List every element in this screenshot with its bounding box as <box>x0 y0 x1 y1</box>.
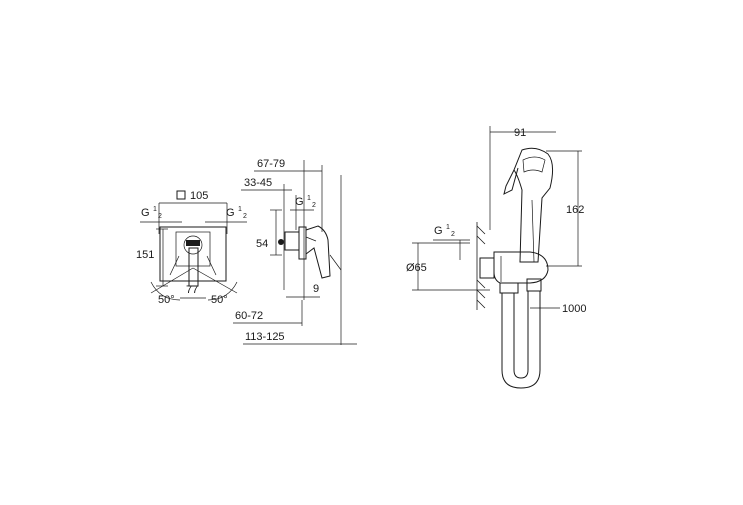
hose-length-label: 1000 <box>562 303 586 315</box>
g-thread-side-label: G <box>295 196 304 208</box>
svg-text:1: 1 <box>307 195 311 202</box>
svg-text:1: 1 <box>153 206 157 213</box>
svg-text:1: 1 <box>238 206 242 213</box>
svg-text:2: 2 <box>451 231 455 238</box>
outlet-height-label: 54 <box>256 238 268 250</box>
svg-text:2: 2 <box>158 213 162 220</box>
svg-text:1: 1 <box>446 224 450 231</box>
plate-height-label: 151 <box>136 249 154 261</box>
svg-text:2: 2 <box>312 202 316 209</box>
svg-text:2: 2 <box>243 213 247 220</box>
front-view: 105 G 1 2 G 1 2 151 77 <box>136 190 247 306</box>
center-spacing-label: 77 <box>186 284 198 296</box>
install-range-label: 60-72 <box>235 310 263 322</box>
g-thread-left-label: G <box>141 207 150 219</box>
spray-height-label: 162 <box>566 204 584 216</box>
wall-offset-label: 9 <box>313 283 319 295</box>
depth-range-b-label: 33-45 <box>244 177 272 189</box>
plate-width-label: 105 <box>190 190 208 202</box>
square-symbol <box>176 190 186 200</box>
side-view: 67-79 33-45 G 1 2 54 9 60-72 <box>233 158 357 345</box>
total-range-label: 113-125 <box>245 331 285 343</box>
depth-range-a-label: 67-79 <box>257 158 285 170</box>
holder-diameter-label: Ø65 <box>406 262 427 274</box>
g-thread-spray-label: G <box>434 225 443 237</box>
spray-holder-view: 91 162 G 1 2 Ø65 <box>406 126 586 389</box>
g-thread-right-label: G <box>226 207 235 219</box>
angle-left-label: 50° <box>158 294 175 306</box>
angle-right-label: 50° <box>211 294 228 306</box>
holder-depth-label: 91 <box>514 127 526 139</box>
wall-plate <box>159 226 227 282</box>
lever-handle <box>188 247 199 287</box>
